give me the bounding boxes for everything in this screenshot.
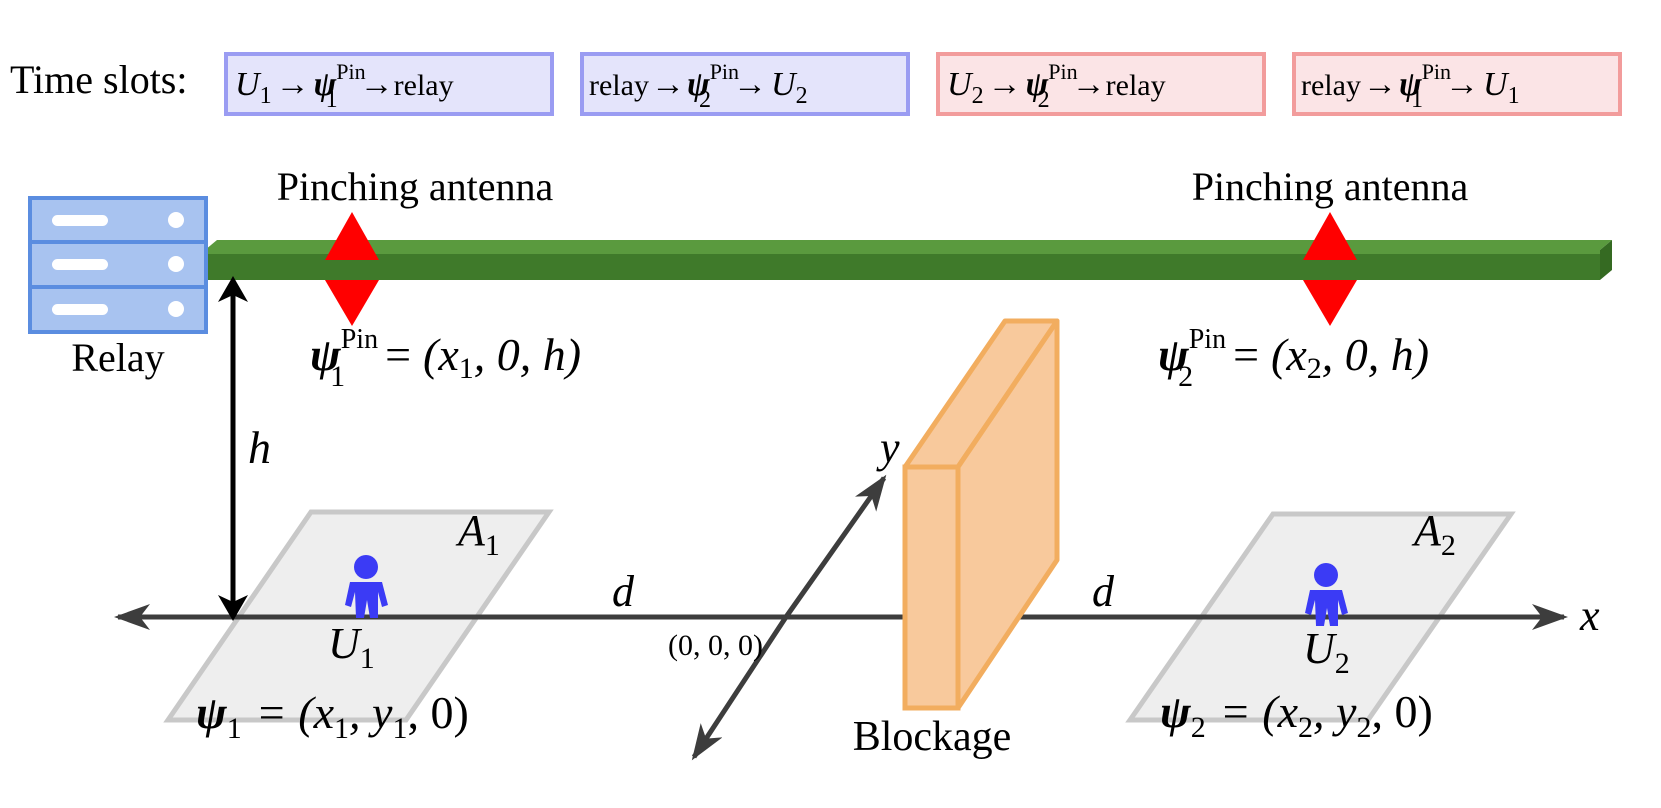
antenna-2-label: Pinching antenna — [1192, 164, 1469, 209]
user-2-label: U2 — [1303, 624, 1350, 680]
time-slot-1-box — [224, 52, 554, 116]
y-axis-down — [691, 615, 789, 761]
user-1-position: ψ1= (x1, y1, 0) — [196, 687, 469, 745]
relay-server-icon — [28, 196, 208, 334]
relay-label: Relay — [71, 335, 164, 380]
area-a2-label: A2 — [1411, 506, 1456, 562]
antenna-1-label: Pinching antenna — [277, 164, 554, 209]
distance-right-label: d — [1092, 567, 1115, 616]
user-1-icon — [345, 555, 388, 618]
x-axis-label: x — [1579, 591, 1600, 640]
time-slot-4-box — [1292, 52, 1622, 116]
y-axis-up — [783, 474, 887, 619]
height-label: h — [248, 422, 271, 473]
blockage-label: Blockage — [853, 714, 1012, 760]
waveguide-top — [205, 240, 1612, 250]
user-2-position: ψ2= (x2, y2, 0) — [1160, 686, 1433, 744]
pinching-antenna-2-icon — [1303, 212, 1357, 326]
time-slots-label: Time slots: — [10, 57, 187, 102]
pinching-antenna-1-icon — [325, 212, 379, 326]
user-2-icon — [1305, 563, 1348, 626]
waveguide-body — [205, 250, 1600, 280]
time-slot-2-box — [580, 52, 910, 116]
waveguide-end — [1600, 240, 1612, 280]
time-slot-3-box — [936, 52, 1266, 116]
user-1-label: U1 — [328, 619, 375, 675]
origin-label: (0, 0, 0) — [668, 629, 763, 662]
waveguide — [205, 240, 1612, 280]
area-a1-label: A1 — [455, 506, 500, 562]
y-axis-label: y — [876, 423, 900, 472]
distance-left-label: d — [612, 567, 635, 616]
blockage — [902, 318, 1060, 711]
